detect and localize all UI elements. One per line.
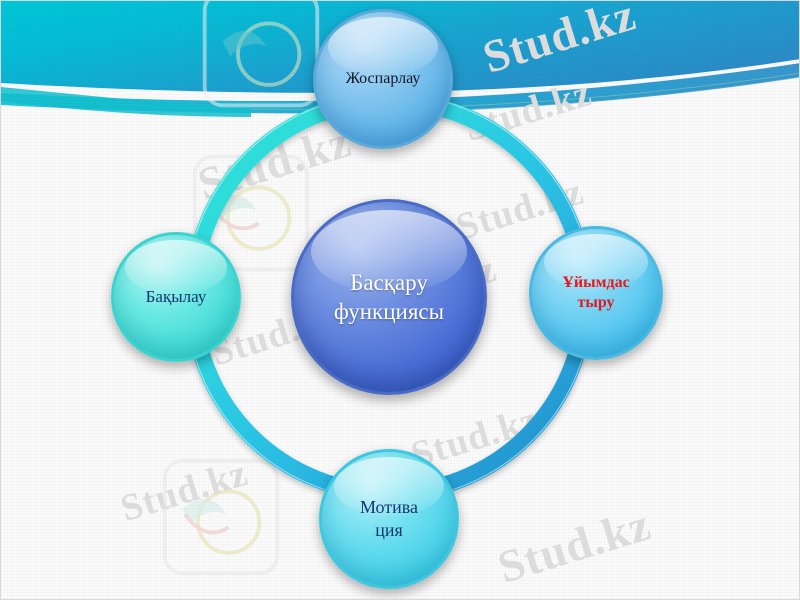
center-node-label-line1: Басқару bbox=[350, 269, 428, 295]
center-node-label-line2: функциясы bbox=[333, 299, 445, 324]
watermark-logo-icon bbox=[162, 458, 280, 576]
banner-wedge-left bbox=[1, 87, 251, 117]
node-control[interactable]: Бақылау bbox=[111, 232, 241, 362]
center-node-label: Басқару функциясы bbox=[328, 268, 450, 327]
watermark-logo-icon bbox=[202, 1, 320, 108]
node-control-label: Бақылау bbox=[140, 286, 213, 308]
node-motivation-label-line2: ция bbox=[375, 520, 403, 540]
node-planning[interactable]: Жоспарлау bbox=[313, 9, 453, 149]
node-organizing[interactable]: Ұйымдас тыру bbox=[529, 226, 663, 360]
node-control-label-line1: Бақылау bbox=[145, 287, 207, 307]
node-planning-label-line1: Жоспарлау bbox=[345, 69, 421, 87]
node-motivation-label-line1: Мотива bbox=[359, 496, 419, 517]
node-motivation[interactable]: Мотива ция bbox=[319, 449, 459, 589]
node-planning-label: Жоспарлау bbox=[340, 69, 427, 89]
center-node-management-function[interactable]: Басқару функциясы bbox=[291, 199, 487, 395]
node-organizing-label-line2: тыру bbox=[577, 294, 615, 311]
node-motivation-label: Мотива ция bbox=[354, 496, 424, 542]
node-organizing-label: Ұйымдас тыру bbox=[556, 273, 635, 314]
node-organizing-label-line1: Ұйымдас bbox=[562, 273, 630, 291]
